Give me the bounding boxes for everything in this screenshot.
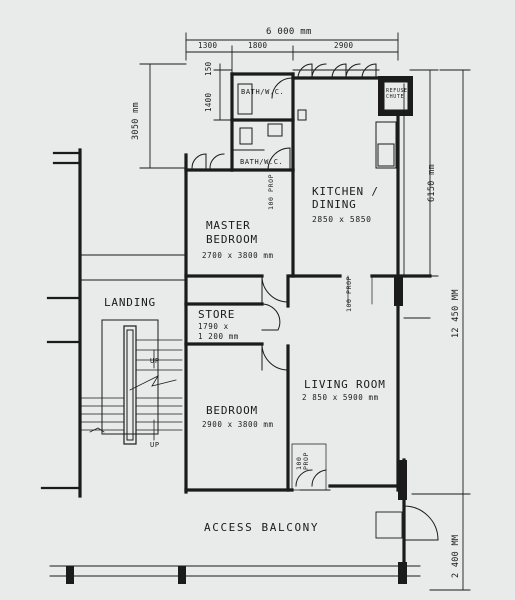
window-lines — [49, 69, 421, 577]
dim-seg-1: 1300 — [198, 41, 218, 50]
staircase — [79, 319, 183, 445]
dim-left-height: 3050 mm — [131, 102, 141, 140]
master-title-2: BEDROOM — [206, 233, 258, 246]
prop-living: 100 PROP — [345, 275, 353, 312]
dim-overall-width: 6 000 mm — [266, 27, 312, 37]
stair-up-2: UP — [150, 441, 160, 449]
store-size-2: 1 200 mm — [198, 332, 239, 341]
dim-total-height: 12 450 MM — [451, 289, 461, 338]
bath-wc-upper-label: BATH/W.C. — [241, 88, 285, 96]
dim-bath-height: 1400 — [204, 92, 213, 112]
living-title: LIVING ROOM — [304, 378, 386, 391]
dim-kitchen-height: 6150 mm — [427, 164, 437, 202]
store-title: STORE — [198, 308, 236, 321]
living-size: 2 850 x 5900 mm — [302, 393, 379, 402]
bedroom-size: 2900 x 3800 mm — [202, 420, 274, 429]
fixtures — [231, 83, 397, 169]
dim-bath-top: 150 — [204, 61, 213, 76]
dimension-lines — [139, 32, 471, 591]
kitchen-size: 2850 x 5850 — [312, 215, 372, 224]
kitchen-title-2: DINING — [312, 198, 357, 211]
prop-master: 100 PROP — [267, 173, 275, 210]
master-title-1: MASTER — [206, 219, 251, 232]
columns — [66, 76, 413, 584]
corridor-stubs — [40, 151, 82, 490]
access-balcony-label: ACCESS BALCONY — [204, 521, 320, 534]
store-size-1: 1790 x — [198, 322, 229, 331]
master-size: 2700 x 3800 mm — [202, 251, 274, 260]
kitchen-title-1: KITCHEN / — [312, 185, 379, 198]
door-swings — [191, 63, 439, 541]
stair-up-1: UP — [150, 357, 160, 365]
dim-balcony-height: 2 400 MM — [451, 534, 461, 578]
landing-label: LANDING — [104, 296, 156, 309]
prop-lower: 100 PROP — [295, 451, 310, 470]
dim-seg-3: 2900 — [334, 41, 354, 50]
refuse-chute-label: REFUSE CHUTE — [386, 88, 408, 100]
bedroom-title: BEDROOM — [206, 404, 258, 417]
dim-seg-2: 1800 — [248, 41, 268, 50]
bath-wc-lower-label: BATH/W.C. — [240, 158, 284, 166]
